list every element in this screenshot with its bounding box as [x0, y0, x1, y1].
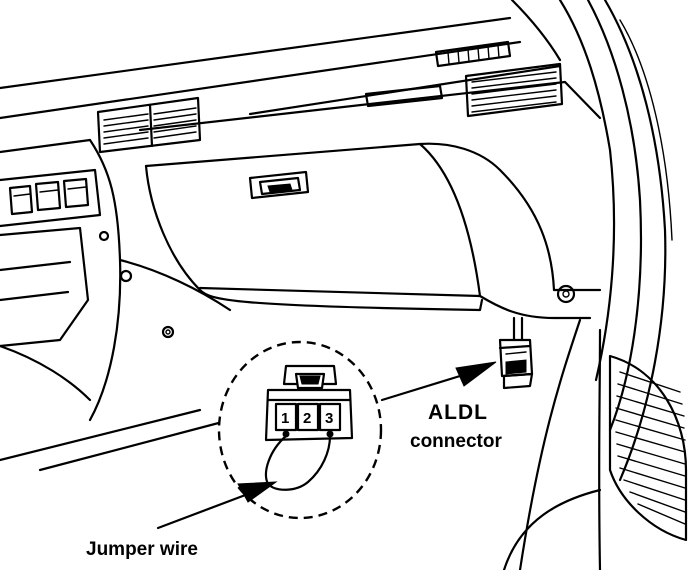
- door-side: [502, 318, 688, 570]
- speaker-grille: [608, 354, 688, 542]
- glove-box-latch: [248, 170, 310, 200]
- aldl-connector-shape: [498, 316, 534, 390]
- left-air-vent: [96, 96, 202, 154]
- aldl-callout-arrow: [380, 361, 497, 402]
- jumper-wire-arrow: [156, 481, 278, 530]
- aldl-label: ALDL: [428, 401, 488, 424]
- pin-label-1: 1: [281, 410, 289, 427]
- connector-label: connector: [410, 431, 502, 452]
- jumper-wire-label: Jumper wire: [86, 539, 198, 560]
- right-air-vent: [464, 62, 564, 118]
- dash-top: [0, 16, 602, 154]
- defroster-grille: [434, 40, 512, 68]
- center-console: [0, 168, 110, 402]
- enlarged-connector: [264, 364, 354, 442]
- glove-box: [144, 142, 602, 320]
- lower-dash: [0, 138, 232, 472]
- pin-label-3: 3: [325, 410, 333, 427]
- windshield-pillar: [510, 0, 673, 482]
- jumper-wire: [264, 434, 332, 491]
- pin-label-2: 2: [303, 410, 311, 427]
